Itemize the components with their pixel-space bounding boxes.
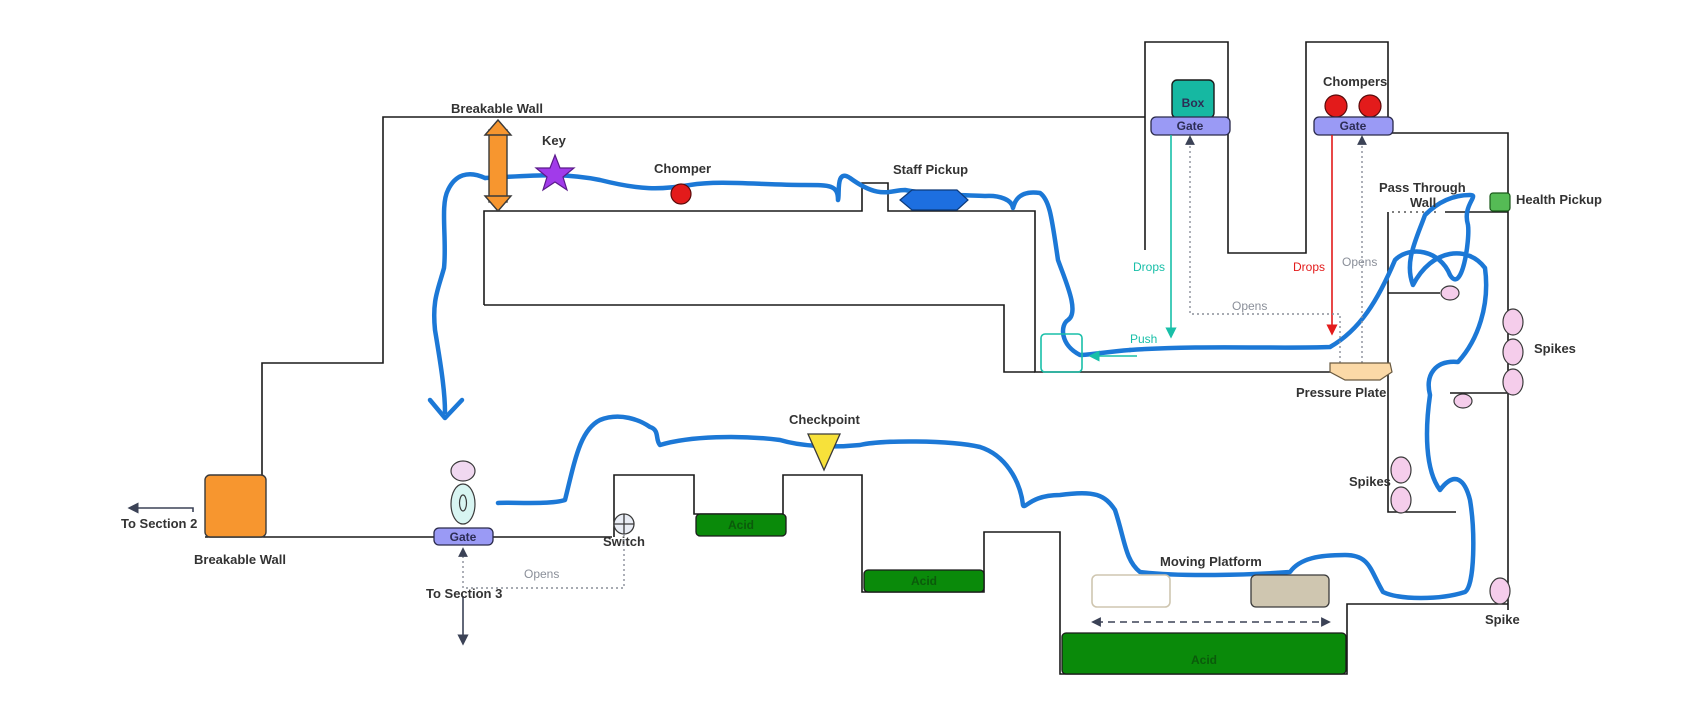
- breakable-wall-top-shaft: [488, 129, 508, 203]
- label-chompers: Chompers: [1323, 74, 1387, 89]
- acid-pool-1: [695, 513, 787, 537]
- wall-outer-top-left: [261, 116, 1145, 475]
- wall-pass-through-column: [1387, 212, 1456, 513]
- breakable-wall-top: [483, 118, 513, 213]
- pressure-plate-icon: [1329, 362, 1393, 381]
- label-gate-box: Gate: [1177, 119, 1204, 133]
- label-breakable-wall-top: Breakable Wall: [451, 101, 543, 116]
- label-gate-chompers: Gate: [1340, 119, 1367, 133]
- label-gate-bottom: Gate: [450, 530, 477, 544]
- label-pass-through-2: Wall: [1410, 195, 1436, 210]
- health-pickup-icon: [1489, 192, 1511, 212]
- chomper-icon-1: [1324, 94, 1348, 118]
- to-section-2-arrow: [127, 502, 194, 514]
- spike-small-lower: [1453, 393, 1473, 409]
- label-health-pickup: Health Pickup: [1516, 192, 1602, 207]
- chomper-icon: [670, 183, 692, 205]
- breakable-wall-top-head-down: [483, 195, 513, 213]
- key-star-icon: [534, 153, 576, 192]
- player-path-down: [431, 172, 488, 415]
- chomper-icon-2: [1358, 94, 1382, 118]
- label-to-section-2: To Section 2: [121, 516, 197, 531]
- label-switch: Switch: [603, 534, 645, 549]
- spike-right-1: [1502, 308, 1524, 336]
- label-to-section-3: To Section 3: [426, 586, 502, 601]
- acid-pool-2: [863, 569, 985, 593]
- label-pressure-plate: Pressure Plate: [1296, 385, 1386, 400]
- label-spike: Spike: [1485, 612, 1520, 627]
- label-staff-pickup: Staff Pickup: [893, 162, 968, 177]
- label-moving-platform: Moving Platform: [1160, 554, 1262, 569]
- spike-right-3: [1502, 368, 1524, 396]
- spike-left-2: [1390, 486, 1412, 514]
- opens-line-bottom-gate: [458, 534, 625, 589]
- staff-pickup-icon: [899, 189, 969, 211]
- gate-box: [1150, 116, 1231, 136]
- spike-left-1: [1390, 456, 1412, 484]
- label-opens-bottom: Opens: [524, 567, 559, 581]
- label-drops-teal: Drops: [1133, 260, 1165, 274]
- player-eye-icon: [458, 494, 468, 512]
- wall-corridor-bottom: [484, 304, 1035, 373]
- acid-pool-3: [1061, 632, 1347, 675]
- label-opens-top: Opens: [1342, 255, 1377, 269]
- checkpoint-icon: [806, 433, 842, 472]
- player-path-corridor: [482, 172, 1133, 358]
- label-pass-through-1: Pass Through: [1379, 180, 1466, 195]
- label-box: Box: [1182, 96, 1205, 110]
- label-opens-mid: Opens: [1232, 299, 1267, 313]
- push-box-outline: [1040, 333, 1083, 373]
- label-spikes-right: Spikes: [1534, 341, 1576, 356]
- label-acid-1: Acid: [728, 518, 754, 532]
- label-acid-3: Acid: [1191, 653, 1217, 667]
- wall-shaft-box: [1144, 41, 1509, 610]
- spike-single: [1489, 577, 1511, 605]
- gate-bottom: [433, 527, 494, 546]
- label-breakable-wall-bottom: Breakable Wall: [194, 552, 286, 567]
- label-acid-2: Acid: [911, 574, 937, 588]
- moving-platform-ghost: [1091, 574, 1171, 608]
- player-head-icon: [450, 460, 476, 482]
- label-checkpoint: Checkpoint: [789, 412, 860, 427]
- player-body-icon: [450, 483, 476, 525]
- label-drops-red: Drops: [1293, 260, 1325, 274]
- wall-corridor-top: [483, 182, 1378, 373]
- spike-right-2: [1502, 338, 1524, 366]
- gate-chompers: [1313, 116, 1394, 136]
- label-push: Push: [1130, 332, 1157, 346]
- level-walls: [205, 41, 1509, 675]
- label-key: Key: [542, 133, 567, 148]
- breakable-wall-top-head-up: [483, 118, 513, 136]
- moving-platform: [1250, 574, 1330, 608]
- label-spikes-left: Spikes: [1349, 474, 1391, 489]
- opens-line-box-gate: [1185, 135, 1341, 363]
- spike-small-upper: [1440, 285, 1460, 301]
- player-path-upper: [495, 192, 1489, 601]
- breakable-wall-bottom: [204, 474, 267, 538]
- label-chomper: Chomper: [654, 161, 711, 176]
- player-path-down-arrowhead: [427, 397, 465, 421]
